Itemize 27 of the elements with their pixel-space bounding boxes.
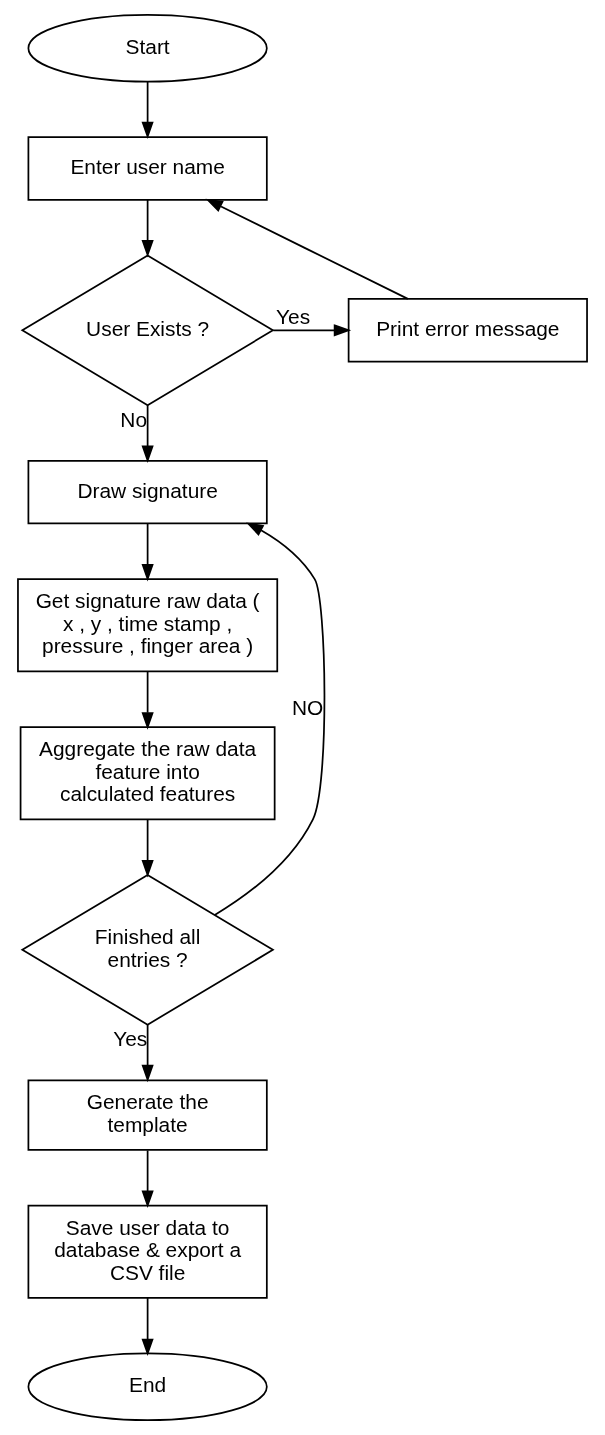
- arrow: [141, 1024, 154, 1083]
- arrow: [141, 818, 154, 878]
- arrow: [141, 523, 154, 582]
- arrow: [272, 324, 352, 337]
- arrow: [141, 80, 154, 140]
- node-diamond: Finished all entries ?: [20, 874, 275, 1026]
- edge-label: Yes: [276, 305, 311, 329]
- node-box: Aggregate the raw data feature into calculated features: [19, 726, 276, 821]
- arrow: [213, 522, 326, 916]
- arrow: [141, 404, 154, 463]
- node-box: Get signature raw data ( x , y , time stamp , pressure , finger area ): [17, 578, 279, 673]
- node-ellipse: End: [27, 1352, 268, 1422]
- edge-label: No: [120, 407, 148, 431]
- arrow: [205, 198, 409, 300]
- node-box: Draw signature: [27, 459, 268, 525]
- node-box: Enter user name: [27, 136, 268, 201]
- arrow: [141, 1149, 154, 1208]
- arrow: [141, 1297, 154, 1357]
- node-box: Generate the template: [27, 1079, 268, 1151]
- node-diamond: User Exists ?: [20, 254, 275, 407]
- edge-label: Yes: [113, 1026, 148, 1050]
- edge-label: NO: [292, 696, 324, 720]
- arrow: [141, 671, 154, 730]
- node-box: Print error message: [347, 298, 588, 363]
- node-box: Save user data to database & export a CSV file: [27, 1204, 268, 1299]
- arrow: [141, 199, 154, 258]
- node-ellipse: Start: [27, 13, 268, 83]
